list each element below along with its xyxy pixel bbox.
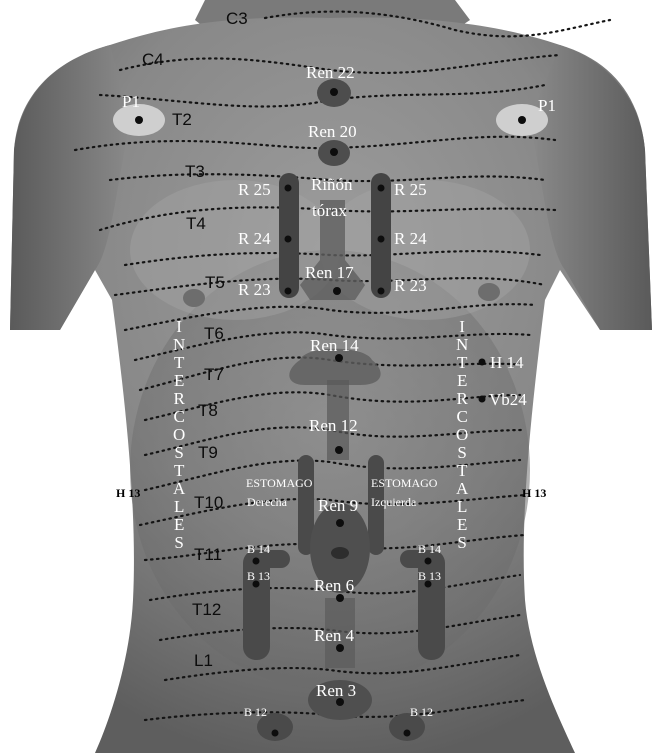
intercostales-letter: T [174,462,184,480]
intercostales-letter: I [176,318,182,336]
intercostales-letter: S [174,444,183,462]
point-b13-right: B 13 [418,570,441,582]
point-r24-right: R 24 [394,230,427,247]
point-r25-left: R 25 [238,181,271,198]
intercostales-letter: O [173,426,185,444]
point-ren3: Ren 3 [316,682,356,699]
point-r23-right: R 23 [394,277,427,294]
point-ren17: Ren 17 [305,264,354,281]
point-ren14: Ren 14 [310,337,359,354]
dermatome-t8: T8 [198,402,218,419]
point-b12-left: B 12 [244,706,267,718]
intercostales-letter: E [174,372,184,390]
right-nipple [478,283,500,301]
intercostales-letter: C [456,408,467,426]
point-ren22: Ren 22 [306,64,355,81]
dermatome-t9: T9 [198,444,218,461]
intercostales-letter: R [456,390,467,408]
point-r23-left: R 23 [238,281,271,298]
intercostales-letter: R [173,390,184,408]
intercostales-letter: S [174,534,183,552]
intercostales-letter: N [173,336,185,354]
point-ren4: Ren 4 [314,627,354,644]
dermatome-t5: T5 [205,274,225,291]
region-rinon-line2: tórax [312,202,347,219]
navel [331,547,349,559]
intercostales-letter: E [457,372,467,390]
intercostales-letter: S [457,534,466,552]
point-p1-right: P1 [538,97,556,114]
point-ren9: Ren 9 [318,497,358,514]
intercostales-letter: C [173,408,184,426]
intercostales-letter: S [457,444,466,462]
point-r25-right: R 25 [394,181,427,198]
point-r24-left: R 24 [238,230,271,247]
intercostales-letter: O [456,426,468,444]
intercostales-letter: A [173,480,185,498]
dermatome-c4: C4 [142,51,164,68]
intercostales-letter: T [457,354,467,372]
intercostales-letter: T [174,354,184,372]
point-h13-left: H 13 [116,487,140,499]
intercostales-letter: L [174,498,184,516]
point-ren12: Ren 12 [309,417,358,434]
point-b13-left: B 13 [247,570,270,582]
intercostales-letter: A [456,480,468,498]
dermatome-t6: T6 [204,325,224,342]
intercostales-letter: L [457,498,467,516]
left-pectoral [130,180,340,320]
point-ren6: Ren 6 [314,577,354,594]
intercostales-letter: T [457,462,467,480]
point-b14-right: B 14 [418,543,441,555]
point-h14: H 14 [490,354,524,371]
intercostales-letter: E [457,516,467,534]
region-estomago-left-title: ESTOMAGO [371,477,437,489]
region-estomago-right-sub: Derecha [247,496,287,508]
dermatome-l1: L1 [194,652,213,669]
point-p1-left: P1 [122,93,140,110]
kidney-left-channel [279,173,299,298]
region-estomago-left-sub: Izquierda [371,496,416,508]
intercostales-letter: E [174,516,184,534]
point-b14-left: B 14 [247,543,270,555]
left-nipple [183,289,205,307]
point-ren20: Ren 20 [308,123,357,140]
point-vb24: Vb24 [489,391,527,408]
dermatome-t7: T7 [204,366,224,383]
intercostales-letter: I [459,318,465,336]
region-estomago-right-title: ESTOMAGO [246,477,312,489]
dermatome-t4: T4 [186,215,206,232]
dermatome-c3: C3 [226,10,248,27]
intercostales-letter: N [456,336,468,354]
point-h13-right: H 13 [522,487,546,499]
point-b12-right: B 12 [410,706,433,718]
dermatome-t10: T10 [194,494,223,511]
dermatome-t2: T2 [172,111,192,128]
dermatome-t3: T3 [185,163,205,180]
dermatome-t12: T12 [192,601,221,618]
region-rinon-line1: Riñón [311,176,353,193]
p1-left-dot [135,116,143,124]
p1-right-dot [518,116,526,124]
dermatome-t11: T11 [194,546,222,563]
